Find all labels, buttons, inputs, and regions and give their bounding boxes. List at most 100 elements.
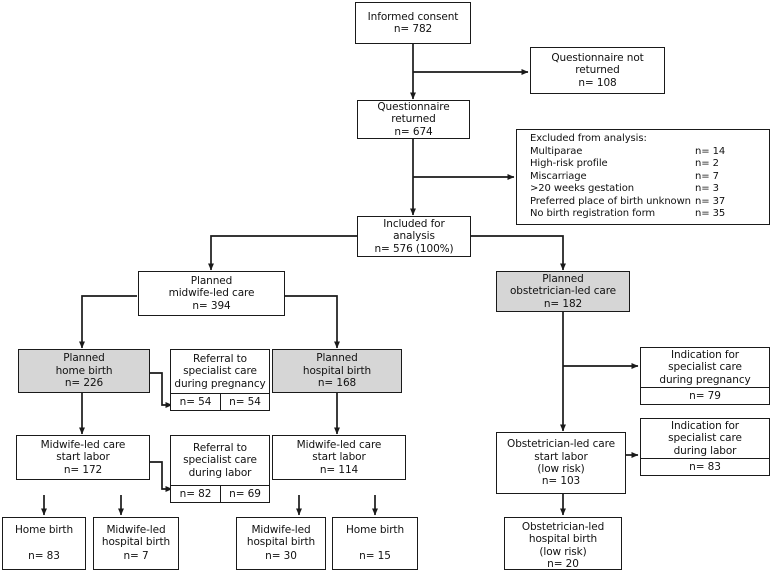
node-line: during pregnancy <box>174 377 266 390</box>
referral-pregnancy-count-right: n= 54 <box>220 393 269 410</box>
node-count: n= 226 <box>64 377 104 390</box>
node-home-birth-left: Home birth n= 83 <box>2 517 86 570</box>
node-count: n= 168 <box>317 377 357 390</box>
node-midwife-led-care-start-labor-left: Midwife-led care start labor n= 172 <box>16 435 150 480</box>
node-line: specialist care <box>183 365 257 378</box>
indication-pregnancy-count: n= 79 <box>689 389 721 402</box>
node-questionnaire-returned: Questionnaire returned n= 674 <box>357 100 470 139</box>
node-line: Questionnaire <box>377 100 450 113</box>
node-home-birth-right: Home birth n= 15 <box>332 517 418 570</box>
indication-pregnancy-counts: n= 79 <box>641 386 769 404</box>
node-referral-specialist-care-pregnancy: Referral to specialist care during pregn… <box>170 349 270 411</box>
node-line: Home birth <box>345 524 405 536</box>
node-excluded-from-analysis: Excluded from analysis: Multiparae n= 14… <box>516 129 770 225</box>
node-planned-hospital-birth: Planned hospital birth n= 168 <box>272 349 402 393</box>
excluded-count: n= 35 <box>695 208 726 220</box>
outcome-label: Midwife-led hospital birth <box>102 524 170 549</box>
node-indication-specialist-care-pregnancy: Indication for specialist care during pr… <box>640 347 770 405</box>
node-count: n= 576 (100%) <box>374 242 454 255</box>
node-line: during labor <box>188 466 252 479</box>
node-line: specialist care <box>668 361 742 374</box>
node-planned-home-birth: Planned home birth n= 226 <box>18 349 150 393</box>
excluded-count: n= 3 <box>695 183 719 195</box>
excluded-title: Excluded from analysis: <box>530 132 647 144</box>
node-line: start labor <box>56 451 110 464</box>
node-count: n= 20 <box>547 558 579 571</box>
referral-labor-count-left: n= 82 <box>179 487 212 500</box>
excluded-count: n= 14 <box>695 145 726 157</box>
node-line: Referral to <box>192 352 248 365</box>
node-line: start labor <box>534 450 588 463</box>
outcome-label: Midwife-led hospital birth <box>247 524 315 549</box>
node-line: hospital birth <box>528 533 598 546</box>
node-line: during labor <box>673 444 737 457</box>
excluded-row: Miscarriage n= 7 <box>530 171 759 184</box>
node-count: n= 394 <box>192 299 231 312</box>
node-questionnaire-not-returned: Questionnaire not returned n= 108 <box>530 47 665 94</box>
referral-pregnancy-counts: n= 54 n= 54 <box>171 392 269 410</box>
excluded-count: n= 37 <box>695 195 726 207</box>
node-line: analysis <box>393 230 435 243</box>
excluded-row: >20 weeks gestation n= 3 <box>530 183 759 196</box>
excluded-label: Multiparae <box>530 145 583 157</box>
node-line: Midwife-led care <box>296 438 382 451</box>
node-line: Planned <box>316 352 358 365</box>
node-line: (low risk) <box>537 463 585 475</box>
node-count: n= 15 <box>359 549 391 562</box>
node-count: n= 172 <box>63 463 103 476</box>
node-line: Planned <box>190 274 233 287</box>
node-count: n= 674 <box>394 125 433 138</box>
node-line: returned <box>575 64 620 77</box>
node-line: home birth <box>55 364 113 377</box>
node-count: n= 7 <box>123 549 149 562</box>
node-midwife-led-hospital-birth-right: Midwife-led hospital birth n= 30 <box>236 517 326 570</box>
node-line: hospital birth <box>101 536 171 549</box>
node-count: n= 83 <box>28 549 60 562</box>
node-count: n= 182 <box>543 297 583 310</box>
node-referral-specialist-care-labor: Referral to specialist care during labor… <box>170 435 270 503</box>
referral-labor-counts: n= 82 n= 69 <box>171 484 269 502</box>
node-midwife-led-care-start-labor-right: Midwife-led care start labor n= 114 <box>272 435 406 480</box>
node-line: returned <box>391 113 436 126</box>
node-count: n= 114 <box>319 463 359 476</box>
excluded-row: High-risk profile n= 2 <box>530 158 759 171</box>
excluded-title-row: Excluded from analysis: <box>530 133 759 146</box>
excluded-count: n= 7 <box>695 170 719 182</box>
excluded-row: Preferred place of birth unknown n= 37 <box>530 196 759 209</box>
excluded-label: Miscarriage <box>530 170 587 182</box>
outcome-label: Obstetrician-led hospital birth (low ris… <box>522 521 604 558</box>
excluded-row: No birth registration form n= 35 <box>530 208 759 221</box>
referral-pregnancy-label: Referral to specialist care during pregn… <box>171 350 269 393</box>
node-line: (low risk) <box>539 545 587 558</box>
indication-labor-count: n= 83 <box>689 460 721 473</box>
indication-labor-label: Indication for specialist care during la… <box>641 419 769 458</box>
referral-labor-label: Referral to specialist care during labor <box>171 436 269 485</box>
node-line: Planned <box>63 352 105 365</box>
node-line: Obstetrician-led <box>521 521 605 533</box>
node-line: Home birth <box>14 524 74 536</box>
node-line: Obstetrician-led care <box>507 438 615 451</box>
node-obstetrician-led-care-start-labor: Obstetrician-led care start labor (low r… <box>496 432 626 494</box>
node-line: Midwife-led <box>251 524 311 536</box>
node-count: n= 108 <box>578 76 617 89</box>
node-obstetrician-led-hospital-birth: Obstetrician-led hospital birth (low ris… <box>504 517 622 570</box>
node-line: hospital birth <box>246 536 316 549</box>
node-line: Referral to <box>192 441 248 454</box>
node-line: Informed consent <box>367 10 459 23</box>
node-count: n= 782 <box>393 23 433 35</box>
excluded-count: n= 2 <box>695 158 719 170</box>
node-midwife-led-hospital-birth-left: Midwife-led hospital birth n= 7 <box>93 517 179 570</box>
node-line: obstetrician-led care <box>509 285 617 298</box>
node-line: hospital birth <box>302 364 372 377</box>
node-line: specialist care <box>183 454 257 467</box>
node-included-for-analysis: Included for analysis n= 576 (100%) <box>357 216 471 257</box>
node-planned-midwife-led-care: Planned midwife-led care n= 394 <box>138 271 285 316</box>
node-line: Questionnaire not <box>551 51 644 64</box>
node-line: Midwife-led <box>106 524 166 536</box>
node-line: Included for <box>383 217 445 230</box>
excluded-label: High-risk profile <box>530 158 608 170</box>
indication-pregnancy-label: Indication for specialist care during pr… <box>641 348 769 387</box>
node-line: Planned <box>542 272 584 285</box>
node-count: n= 30 <box>265 549 297 562</box>
